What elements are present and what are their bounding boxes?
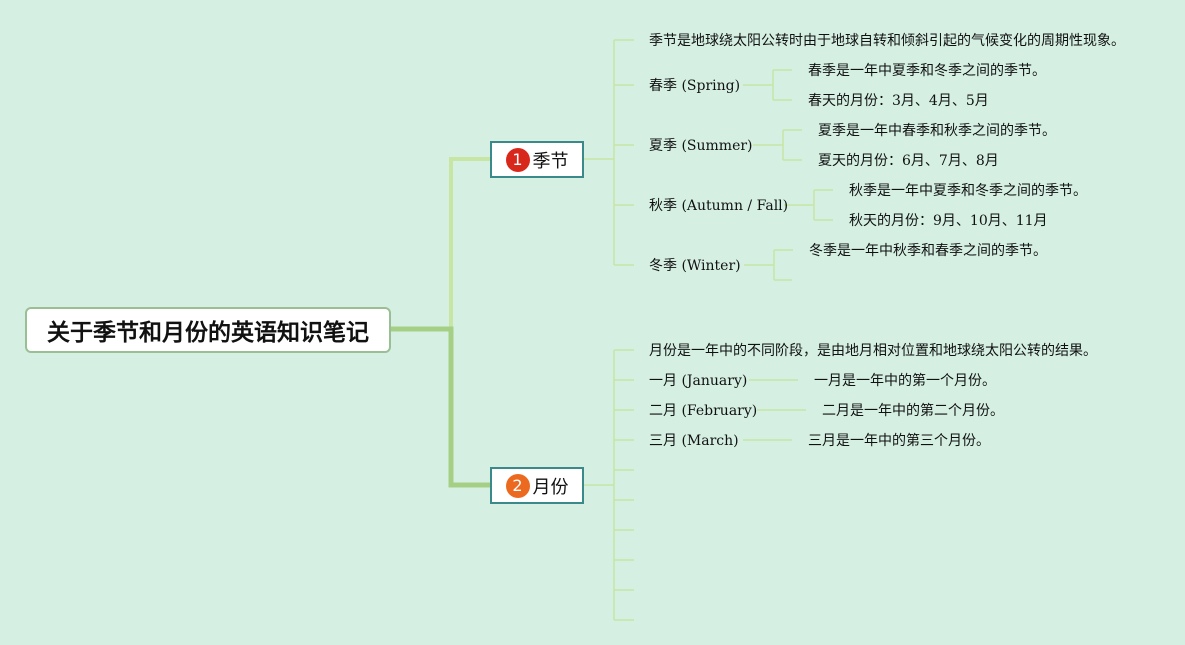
- topic-march[interactable]: 三月 (March): [649, 433, 739, 449]
- topic-autumn[interactable]: 秋季 (Autumn / Fall): [649, 198, 789, 214]
- topic-winter[interactable]: 冬季 (Winter): [649, 258, 741, 274]
- summer-detail[interactable]: 夏季是一年中春季和秋季之间的季节。: [818, 123, 1056, 139]
- february-detail[interactable]: 二月是一年中的第二个月份。: [822, 403, 1004, 419]
- number-badge-icon: 1: [505, 147, 530, 172]
- topic-summer[interactable]: 夏季 (Summer): [649, 138, 753, 154]
- months-links: [584, 349, 806, 621]
- branch-months[interactable]: 2 月份: [490, 467, 584, 504]
- autumn-months[interactable]: 秋天的月份：9月、10月、11月: [849, 213, 1048, 229]
- spring-detail[interactable]: 春季是一年中夏季和冬季之间的季节。: [808, 63, 1046, 79]
- seasons-intro[interactable]: 季节是地球绕太阳公转时由于地球自转和倾斜引起的气候变化的周期性现象。: [649, 33, 1125, 49]
- number-badge-icon: 2: [505, 473, 530, 498]
- topic-february[interactable]: 二月 (February): [649, 403, 758, 419]
- branch-title: 季节: [532, 150, 569, 172]
- link-root-seasons: [391, 157, 490, 331]
- branch-seasons[interactable]: 1 季节: [490, 141, 584, 178]
- topic-spring[interactable]: 春季 (Spring): [649, 78, 741, 94]
- root-topic[interactable]: 关于季节和月份的英语知识笔记: [25, 307, 391, 353]
- topic-january[interactable]: 一月 (January): [649, 373, 748, 389]
- root-title: 关于季节和月份的英语知识笔记: [47, 320, 369, 346]
- winter-detail[interactable]: 冬季是一年中秋季和春季之间的季节。: [809, 243, 1047, 259]
- seasons-links: [584, 39, 833, 281]
- summer-months[interactable]: 夏天的月份：6月、7月、8月: [818, 153, 999, 169]
- spring-months[interactable]: 春天的月份：3月、4月、5月: [808, 93, 989, 109]
- march-detail[interactable]: 三月是一年中的第三个月份。: [808, 433, 990, 449]
- link-root-months: [391, 326, 490, 488]
- months-intro[interactable]: 月份是一年中的不同阶段，是由地月相对位置和地球绕太阳公转的结果。: [649, 343, 1097, 359]
- autumn-detail[interactable]: 秋季是一年中夏季和冬季之间的季节。: [849, 183, 1087, 199]
- january-detail[interactable]: 一月是一年中的第一个月份。: [814, 373, 996, 389]
- branch-title: 月份: [532, 476, 569, 498]
